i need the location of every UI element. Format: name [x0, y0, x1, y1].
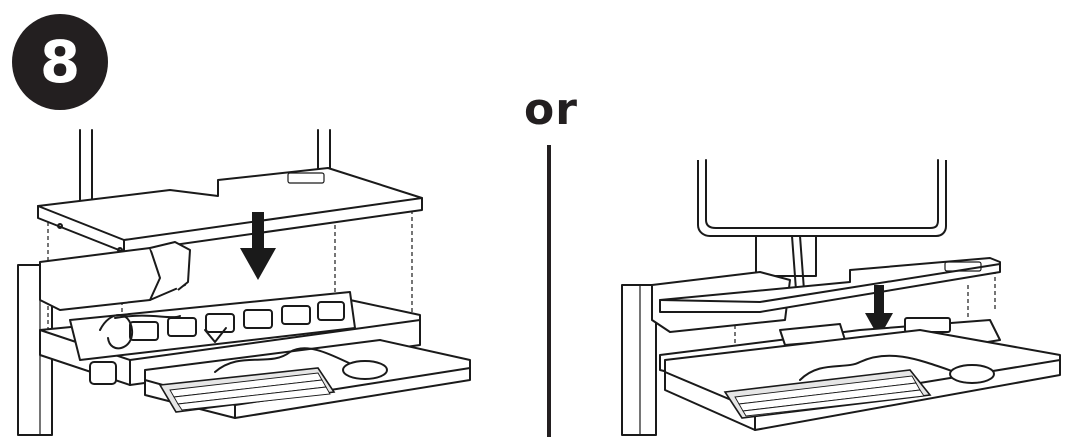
down-arrow-icon [240, 212, 276, 280]
keyboard-cable [799, 354, 956, 381]
mouse [342, 360, 388, 380]
work-surface-top [659, 257, 1001, 313]
or-separator-label: or [524, 84, 578, 135]
cable-tray-base [39, 291, 421, 386]
tray-handle [89, 361, 117, 385]
wide-shelf-install-illustration [17, 129, 471, 436]
mouse [949, 364, 995, 384]
keyboard [158, 367, 336, 413]
vertical-divider [547, 145, 551, 437]
narrow-shelf-install-illustration [621, 159, 1061, 436]
work-surface-top [37, 167, 423, 253]
keyboard-cable [214, 347, 361, 373]
step-number-badge: 8 [12, 14, 108, 110]
wall-post [621, 284, 657, 436]
keyboard [723, 369, 932, 419]
monitor [697, 159, 947, 291]
monitor-arm-mount [39, 241, 191, 311]
down-arrow-icon [865, 285, 893, 338]
step-number: 8 [39, 28, 81, 96]
